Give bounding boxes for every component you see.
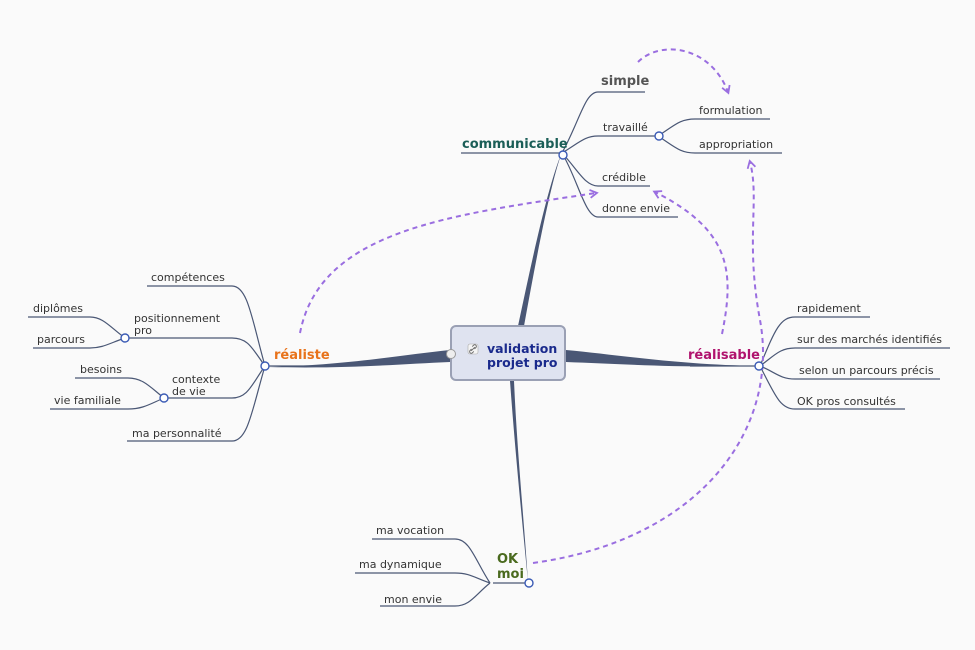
- topic-parcours[interactable]: parcours: [37, 333, 86, 346]
- central-topic[interactable]: validation projet pro: [446, 325, 566, 381]
- topic-realiste[interactable]: réaliste: [274, 348, 330, 363]
- central-title: validation projet pro: [487, 341, 558, 370]
- topic-pros-consultes[interactable]: OK pros consultés: [797, 395, 896, 408]
- topic-donne-envie[interactable]: donne envie: [602, 202, 670, 215]
- topic-realisable[interactable]: réalisable: [688, 348, 761, 363]
- branch-line-realisable: [566, 350, 760, 367]
- branch-line-realiste: [268, 350, 450, 368]
- topic-appropriation[interactable]: appropriation: [699, 138, 774, 151]
- topic-competences[interactable]: compétences: [151, 271, 225, 284]
- toggle-positionnement[interactable]: [120, 333, 130, 343]
- toggle-realisable[interactable]: [754, 361, 764, 371]
- branch-line-ok-moi: [510, 381, 528, 582]
- toggle-communicable[interactable]: [558, 150, 568, 160]
- topic-ma-vocation[interactable]: ma vocation: [376, 524, 445, 537]
- relation-realiste-to-credible: [299, 189, 599, 334]
- topic-mon-envie[interactable]: mon envie: [384, 593, 442, 606]
- collapse-toggles: [120, 131, 764, 588]
- realisable-connectors: [690, 316, 950, 410]
- topic-besoins[interactable]: besoins: [80, 363, 122, 376]
- topic-parcours-precis[interactable]: selon un parcours précis: [799, 364, 934, 377]
- drag-handle[interactable]: [446, 349, 456, 359]
- topic-ok-moi[interactable]: OK moi: [497, 552, 524, 582]
- toggle-travaille[interactable]: [654, 131, 664, 141]
- topic-travaille[interactable]: travaillé: [603, 121, 648, 134]
- topic-formulation[interactable]: formulation: [699, 104, 763, 117]
- communicable-connectors: [461, 91, 782, 218]
- topic-marches-identifies[interactable]: sur des marchés identifiés: [797, 333, 943, 346]
- relation-realisable-to-credible: [652, 190, 729, 335]
- topic-simple[interactable]: simple: [601, 74, 650, 89]
- topic-vie-familiale[interactable]: vie familiale: [54, 394, 121, 407]
- topic-communicable[interactable]: communicable: [462, 137, 568, 152]
- topic-diplomes[interactable]: diplômes: [33, 302, 84, 315]
- topic-positionnement-pro[interactable]: positionnement pro: [134, 312, 221, 337]
- relation-simple-to-formulation: [637, 48, 731, 95]
- link-icon[interactable]: [467, 343, 479, 355]
- relationship-arrows: [299, 48, 765, 564]
- toggle-contexte[interactable]: [159, 393, 169, 403]
- toggle-ok-moi[interactable]: [524, 578, 534, 588]
- topic-credible[interactable]: crédible: [602, 171, 646, 184]
- topic-ma-dynamique[interactable]: ma dynamique: [359, 558, 442, 571]
- toggle-realiste[interactable]: [260, 361, 270, 371]
- ok-moi-connectors: [355, 538, 528, 607]
- topic-rapidement[interactable]: rapidement: [797, 302, 861, 315]
- topic-contexte-de-vie[interactable]: contexte de vie: [172, 373, 221, 398]
- topic-ma-personnalite[interactable]: ma personnalité: [132, 427, 222, 440]
- branch-line-communicable: [518, 152, 562, 326]
